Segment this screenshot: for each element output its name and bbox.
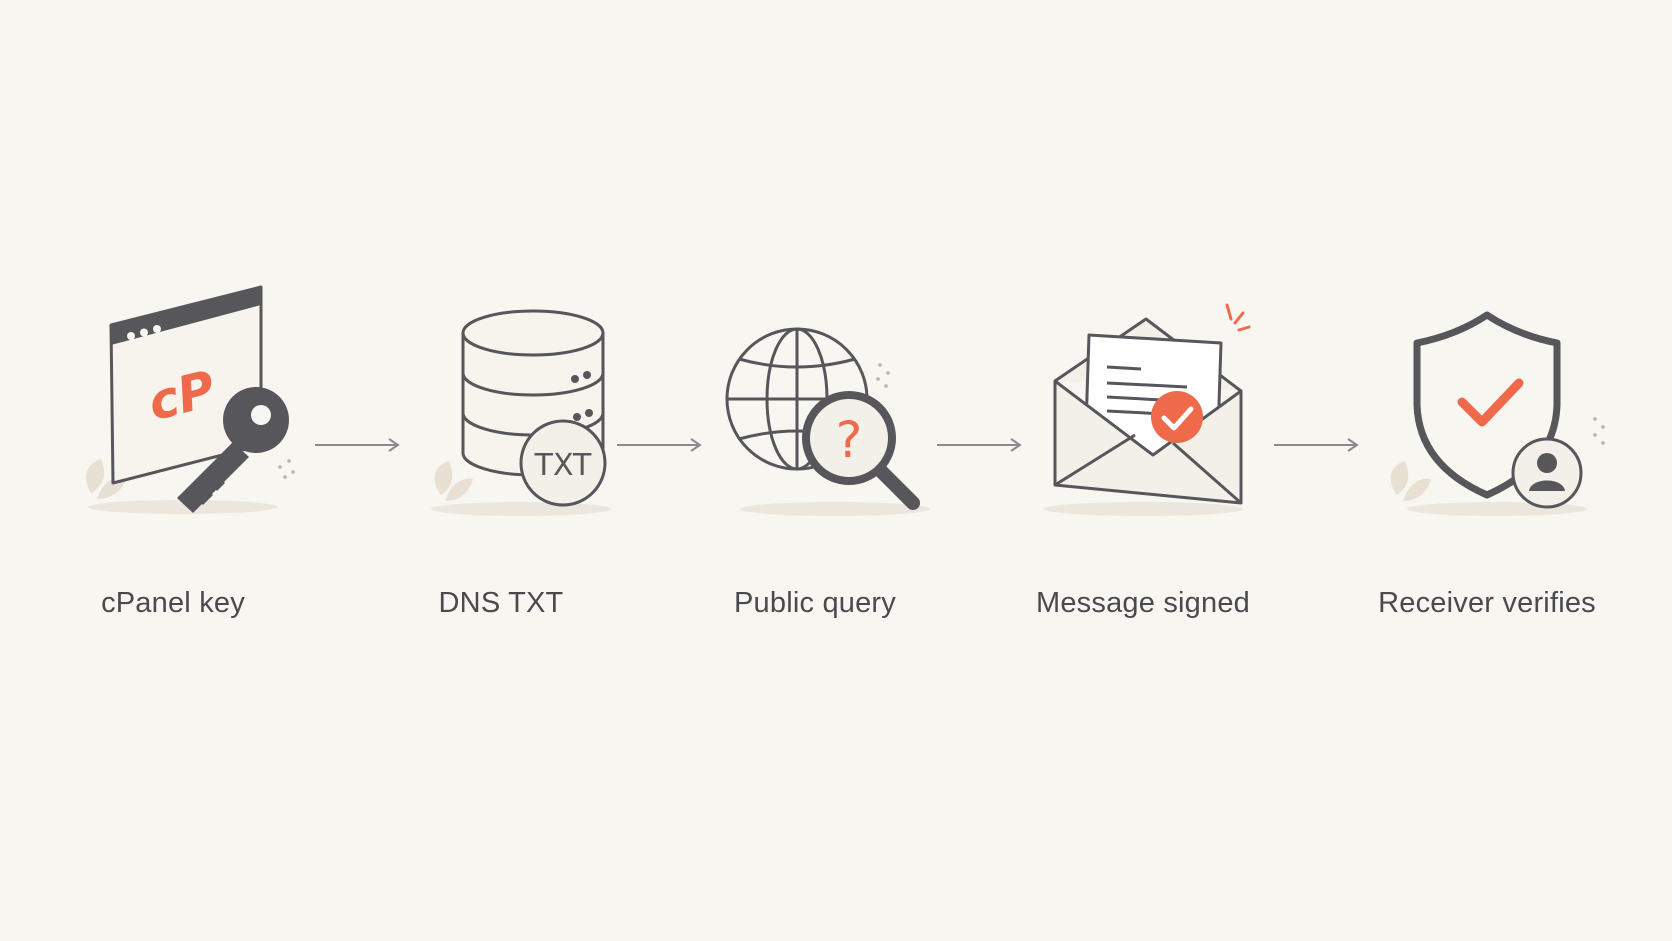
step-label: Message signed	[1036, 587, 1250, 619]
step-label: DNS TXT	[438, 587, 564, 619]
question-mark: ?	[836, 411, 863, 469]
arrow-right-icon	[1274, 438, 1359, 452]
step-dns-txt: TXT DNS TXT	[351, 295, 651, 635]
step-public-query: ? Public query	[665, 295, 965, 635]
database-txt-record-icon: TXT	[431, 309, 611, 516]
browser-window-with-key-icon: cP	[86, 285, 295, 514]
globe-with-magnifier-question-icon: ?	[725, 327, 930, 516]
shield-check-with-user-icon	[1390, 311, 1605, 516]
arrow-right-icon	[315, 438, 400, 452]
step-receiver-verifies: Receiver verifies	[1337, 295, 1637, 635]
arrow-right-icon	[617, 438, 702, 452]
step-message-signed: Message signed	[993, 295, 1293, 635]
txt-badge-text: TXT	[534, 448, 592, 483]
step-cpanel-key: cP cPanel key	[23, 285, 323, 635]
step-label: Receiver verifies	[1378, 587, 1596, 619]
arrow-right-icon	[937, 438, 1022, 452]
step-label: Public query	[734, 587, 896, 619]
envelope-with-check-icon	[1043, 303, 1251, 516]
step-label: cPanel key	[101, 587, 245, 619]
